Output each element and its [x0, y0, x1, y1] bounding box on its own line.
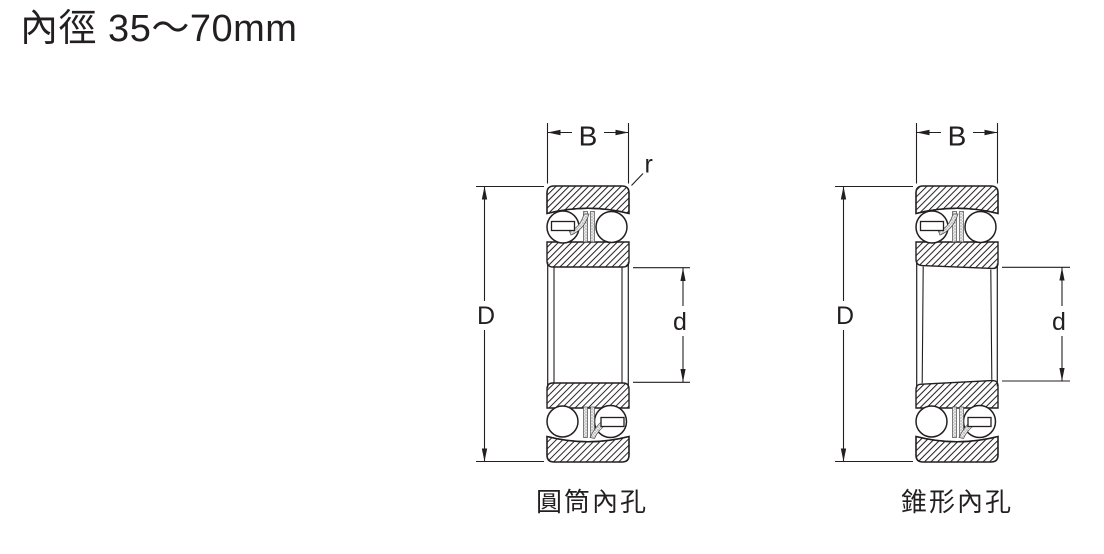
bearing-body-cylindrical: [546, 185, 630, 463]
cage-rivet-band: [952, 211, 957, 243]
cage-rivet-band: [959, 211, 964, 243]
outer-raceway-top: [546, 207, 630, 215]
dimension-outer-D-left: [476, 185, 544, 463]
arrowhead-left-icon: [916, 129, 930, 136]
arrowhead-up-icon: [680, 268, 686, 281]
ball-bottom-left: [546, 405, 579, 438]
arrowhead-left-icon: [547, 129, 561, 136]
bore-chamfer-line: [990, 269, 993, 380]
arrowhead-right-icon: [984, 129, 998, 136]
label-chamfer-r: r: [645, 151, 653, 179]
label-bore-d: d: [1052, 308, 1066, 336]
label-width-B: B: [579, 121, 598, 152]
inner-ring-bottom-section: [546, 382, 630, 409]
inner-ring-top-section: [546, 241, 630, 268]
caption-cylindrical-bore: 圓筒內孔: [536, 487, 648, 517]
bore-chamfer-line: [921, 266, 924, 384]
cage-pocket: [550, 220, 576, 232]
outer-raceway-bottom: [915, 435, 999, 443]
arrowhead-down-icon: [1059, 368, 1065, 381]
cage-rivet-band: [590, 211, 595, 243]
dimension-width-B-right: [915, 123, 999, 184]
ball-bottom-left: [915, 405, 948, 438]
label-width-B: B: [948, 121, 967, 152]
arrowhead-right-icon: [615, 129, 629, 136]
outer-ring-bottom-section: [915, 435, 999, 463]
outer-ring-top-section: [546, 185, 630, 215]
bearing-body-tapered: [915, 185, 999, 463]
arrowhead-down-icon: [680, 369, 686, 382]
arrowhead-up-icon: [481, 186, 488, 200]
leader-line: [631, 173, 644, 186]
cage-rivet-band: [583, 406, 588, 438]
inner-ring-top-section: [915, 241, 999, 270]
cage-pocket: [919, 220, 945, 232]
page-title: 內徑 35～70mm: [20, 8, 298, 50]
ball-top-right: [964, 210, 997, 244]
dimension-bore-d-right: [1002, 266, 1070, 382]
arrowhead-up-icon: [1059, 267, 1065, 281]
label-outer-D: D: [477, 302, 495, 330]
cage-pocket: [600, 416, 625, 428]
arrowhead-up-icon: [840, 186, 847, 200]
outer-ring-bottom-section: [546, 435, 630, 463]
inner-ring-bottom-section: [915, 379, 999, 409]
outer-raceway-bottom: [546, 435, 630, 443]
label-outer-D: D: [836, 302, 854, 330]
arrowhead-down-icon: [840, 448, 847, 462]
arrowhead-down-icon: [481, 448, 488, 462]
outer-raceway-top: [915, 207, 999, 215]
bearing-diagram-tapered: B D d: [835, 121, 1070, 517]
dimension-outer-D-right: [835, 185, 913, 463]
dimension-width-B-left: [546, 123, 630, 184]
ball-top-right: [595, 210, 628, 244]
label-bore-d: d: [673, 308, 687, 336]
cage-rivet-band: [583, 211, 588, 243]
cage-pocket: [967, 416, 992, 428]
dimension-chamfer-r: [631, 173, 644, 186]
bearing-diagram-cylindrical: B r D: [476, 121, 690, 517]
outer-ring-top-section: [915, 185, 999, 215]
caption-tapered-bore: 錐形內孔: [901, 487, 1013, 517]
dimension-bore-d-left: [633, 267, 690, 383]
cage-rivet-band: [952, 406, 957, 438]
